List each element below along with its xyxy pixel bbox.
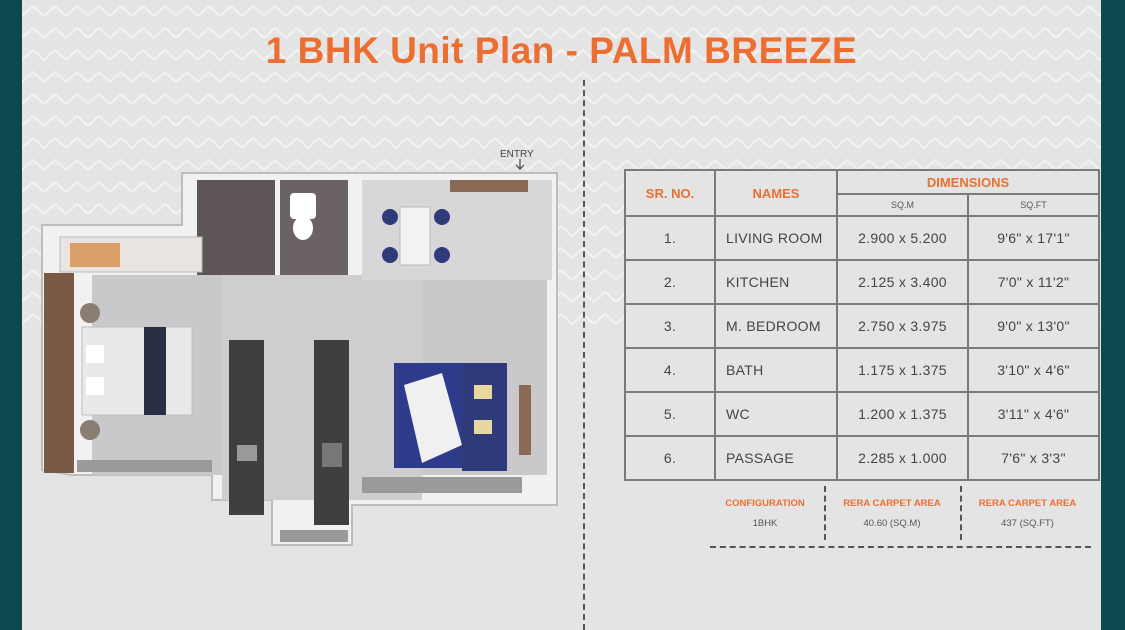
configuration-label: CONFIGURATION [725,498,805,509]
configuration-value: 1BHK [752,518,778,529]
row-sqm: 1.200 x 1.375 [836,391,969,437]
row-name: M. BEDROOM [714,303,838,349]
row-name: WC [714,391,838,437]
vertical-divider [583,80,585,630]
header-sr-no: SR. NO. [624,169,716,217]
page-title: 1 BHK Unit Plan - PALM BREEZE [265,30,858,71]
brochure-page: 1 BHK Unit Plan - PALM BREEZE [22,0,1101,630]
bed [81,326,193,416]
summary-divider [960,486,962,540]
row-sqft: 7'0" x 11'2" [967,259,1100,305]
header-sqft: SQ.FT [967,193,1100,217]
row-sqft: 9'6" x 17'1" [967,215,1100,261]
carpet-sqm-value: 40.60 (SQ.M) [863,518,921,529]
row-sqm: 1.175 x 1.375 [836,347,969,393]
row-sr: 5. [624,391,716,437]
row-sr: 4. [624,347,716,393]
configuration-cell: CONFIGURATION 1BHK [710,486,820,540]
entry-arrow-icon [515,159,525,170]
row-sqm: 2.750 x 3.975 [836,303,969,349]
row-sqm: 2.285 x 1.000 [836,435,969,481]
table-row: 4. BATH 1.175 x 1.375 3'10" x 4'6" [624,347,1100,393]
header-sqm: SQ.M [836,193,969,217]
table-row: 5. WC 1.200 x 1.375 3'11" x 4'6" [624,391,1100,437]
table-row: 3. M. BEDROOM 2.750 x 3.975 9'0" x 13'0" [624,303,1100,349]
carpet-sqm-label: RERA CARPET AREA [843,498,941,509]
row-sr: 1. [624,215,716,261]
row-name: PASSAGE [714,435,838,481]
sofa [462,363,507,471]
row-sqm: 2.900 x 5.200 [836,215,969,261]
header-names: NAMES [714,169,838,217]
row-name: LIVING ROOM [714,215,838,261]
row-sr: 6. [624,435,716,481]
row-sqft: 7'6" x 3'3" [967,435,1100,481]
row-sqm: 2.125 x 3.400 [836,259,969,305]
carpet-sqm-cell: RERA CARPET AREA 40.60 (SQ.M) [828,486,956,540]
floor-plan-render: ENTRY [41,149,558,546]
entry-label: ENTRY [500,149,534,160]
row-sqft: 3'10" x 4'6" [967,347,1100,393]
table-row: 1. LIVING ROOM 2.900 x 5.200 9'6" x 17'1… [624,215,1100,261]
row-name: BATH [714,347,838,393]
carpet-sqft-value: 437 (SQ.FT) [1001,518,1054,529]
header-dimensions: DIMENSIONS [836,169,1100,195]
carpet-sqft-cell: RERA CARPET AREA 437 (SQ.FT) [964,486,1091,540]
kitchen-counter [229,340,264,515]
dimensions-table: SR. NO. NAMES DIMENSIONS SQ.M SQ.FT 1. L… [624,169,1100,481]
table-row: 2. KITCHEN 2.125 x 3.400 7'0" x 11'2" [624,259,1100,305]
row-sqft: 9'0" x 13'0" [967,303,1100,349]
row-sr: 3. [624,303,716,349]
row-sr: 2. [624,259,716,305]
table-row: 6. PASSAGE 2.285 x 1.000 7'6" x 3'3" [624,435,1100,481]
row-sqft: 3'11" x 4'6" [967,391,1100,437]
wc-toilet [290,193,316,219]
carpet-sqft-label: RERA CARPET AREA [978,498,1077,509]
row-name: KITCHEN [714,259,838,305]
area-summary: CONFIGURATION 1BHK RERA CARPET AREA 40.6… [710,486,1091,548]
summary-divider [824,486,826,540]
dining-table [399,206,431,266]
